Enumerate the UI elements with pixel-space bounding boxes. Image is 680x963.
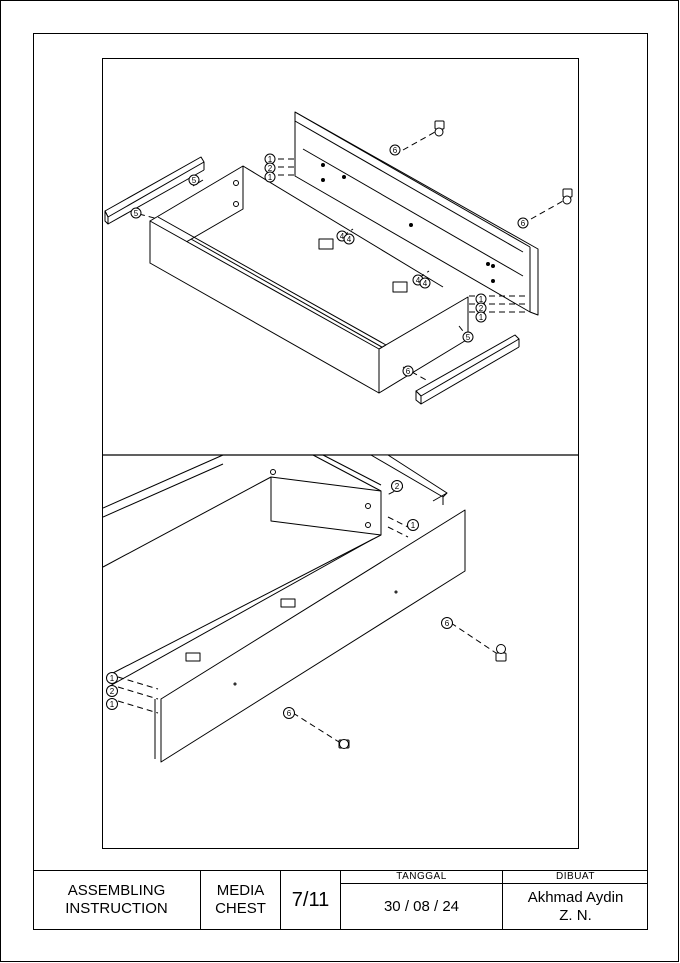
author-line1: Akhmad Aydin <box>527 889 624 906</box>
callout-number: 4 <box>340 232 345 241</box>
doc-type-line2: INSTRUCTION <box>65 900 168 917</box>
callout-circle <box>264 171 276 183</box>
callout-number: 5 <box>192 176 197 185</box>
page-number-cell: 7/11 <box>281 870 341 930</box>
callout-circle <box>475 311 487 323</box>
date-cell: TANGGAL 30 / 08 / 24 <box>341 870 503 930</box>
callout-circle <box>517 217 529 229</box>
callout-circle <box>106 698 118 710</box>
callout-number: 2 <box>110 687 115 696</box>
callout-number: 1 <box>268 173 273 182</box>
callout-number: 6 <box>393 146 398 155</box>
doc-type: ASSEMBLING INSTRUCTION <box>65 882 168 918</box>
callout-number: 6 <box>445 619 450 628</box>
callout-number: 5 <box>134 209 139 218</box>
title-block: ASSEMBLING INSTRUCTION MEDIA CHEST 7/11 … <box>33 870 648 930</box>
doc-type-cell: ASSEMBLING INSTRUCTION <box>33 870 201 930</box>
callout-circle <box>188 174 200 186</box>
callout-number: 4 <box>416 276 421 285</box>
author-name: Akhmad Aydin Z. N. <box>503 884 648 930</box>
callout-number: 6 <box>521 219 526 228</box>
page-number: 7/11 <box>291 889 330 911</box>
callout-circle <box>106 685 118 697</box>
product-name: MEDIA CHEST <box>215 882 266 918</box>
callout-circle <box>441 617 453 629</box>
product-line2: CHEST <box>215 900 266 917</box>
callout-circle <box>343 233 355 245</box>
callout-circle <box>106 672 118 684</box>
doc-type-line1: ASSEMBLING <box>67 882 166 899</box>
date-value: 30 / 08 / 24 <box>383 898 460 915</box>
callout-number: 2 <box>479 304 484 313</box>
callout-number: 1 <box>110 700 115 709</box>
product-line1: MEDIA <box>216 882 265 899</box>
callout-circle <box>391 480 403 492</box>
date-divider <box>341 883 502 884</box>
callout-circle <box>462 331 474 343</box>
callout-circle <box>419 277 431 289</box>
callout-number: 4 <box>347 235 352 244</box>
callout-circle <box>283 707 295 719</box>
callout-number: 1 <box>268 155 273 164</box>
author-label: DIBUAT <box>556 871 595 882</box>
callout-circle <box>402 365 414 377</box>
step-b-drawing: 2 1 1 2 1 6 6 <box>103 454 507 763</box>
author-cell: DIBUAT Akhmad Aydin Z. N. <box>503 870 648 930</box>
callout-number: 2 <box>268 164 273 173</box>
callout-number: 1 <box>479 295 484 304</box>
callout-circle <box>407 519 419 531</box>
author-line2: Z. N. <box>559 907 592 924</box>
product-cell: MEDIA CHEST <box>201 870 281 930</box>
callout-number: 2 <box>395 482 400 491</box>
date-label: TANGGAL <box>396 871 447 882</box>
callout-circle <box>389 144 401 156</box>
callout-number: 4 <box>423 279 428 288</box>
callout-number: 1 <box>411 521 416 530</box>
callout-number: 6 <box>287 709 292 718</box>
callout-number: 1 <box>110 674 115 683</box>
callout-circle <box>130 207 142 219</box>
callout-number: 1 <box>479 313 484 322</box>
callout-number: 6 <box>406 367 411 376</box>
callout-number: 5 <box>466 333 471 342</box>
author-divider <box>503 883 648 884</box>
